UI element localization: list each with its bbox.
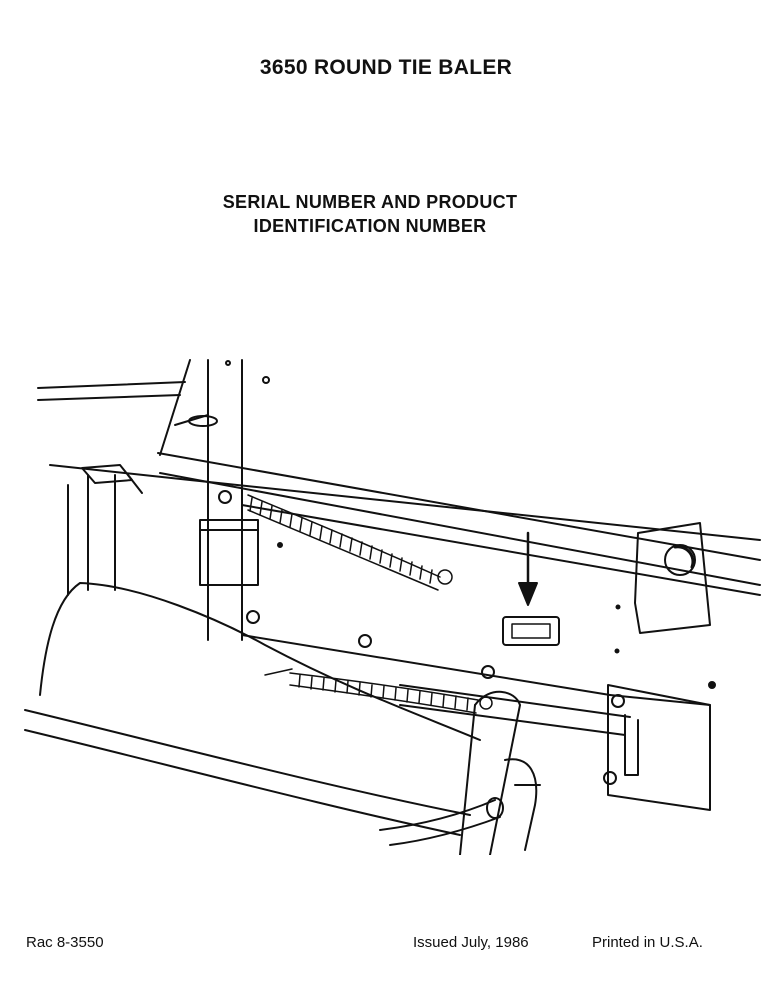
left-post [67,464,143,596]
document-subtitle: SERIAL NUMBER AND PRODUCT IDENTIFICATION… [0,190,740,238]
document-title: 3650 ROUND TIE BALER [259,56,513,79]
lower-spring [264,668,493,714]
vertical-post [159,359,283,641]
baler-illustration [24,359,761,855]
printed-location: Printed in U.S.A. [592,934,703,951]
upper-frame-rails [37,381,761,586]
issue-date: Issued July, 1986 [413,934,529,951]
serial-plate-arrow [518,531,538,606]
document-number: Rac 8-3550 [26,934,104,951]
upper-spring [247,494,453,591]
curved-shield [24,582,481,836]
front-handle [379,690,541,855]
lower-frame-tube [399,684,711,811]
right-mounting-bracket [634,522,716,689]
subtitle-line-2: IDENTIFICATION NUMBER [253,216,487,236]
serial-number-plate [502,616,560,646]
subtitle-line-1: SERIAL NUMBER AND PRODUCT [222,192,518,212]
side-panel [241,504,761,706]
